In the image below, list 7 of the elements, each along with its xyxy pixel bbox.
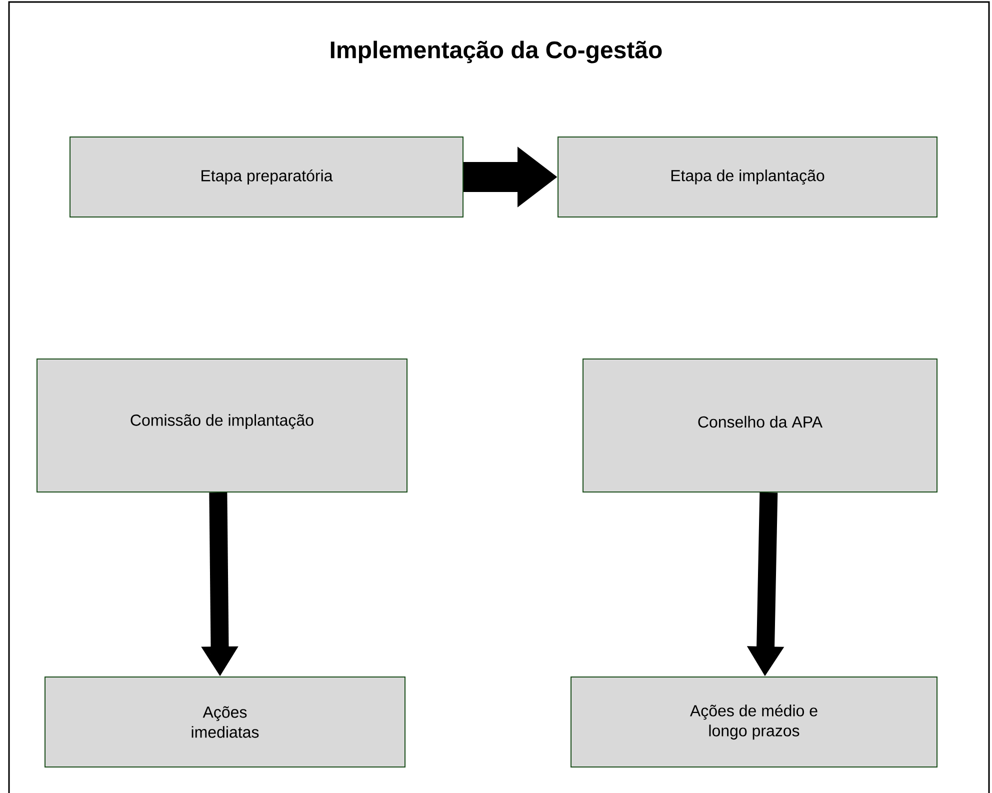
stage-box: Etapa preparatória (70, 136, 464, 218)
stage-box: Ações imediatas (44, 676, 406, 768)
stage-box: Conselho da APA (582, 358, 938, 492)
stage-box: Etapa de implantação (558, 136, 938, 218)
stage-box: Comissão de implantação (36, 358, 408, 492)
title: Implementação da Co-gestão (330, 40, 662, 64)
stage-box: Ações de médio e longo prazos (570, 676, 938, 768)
